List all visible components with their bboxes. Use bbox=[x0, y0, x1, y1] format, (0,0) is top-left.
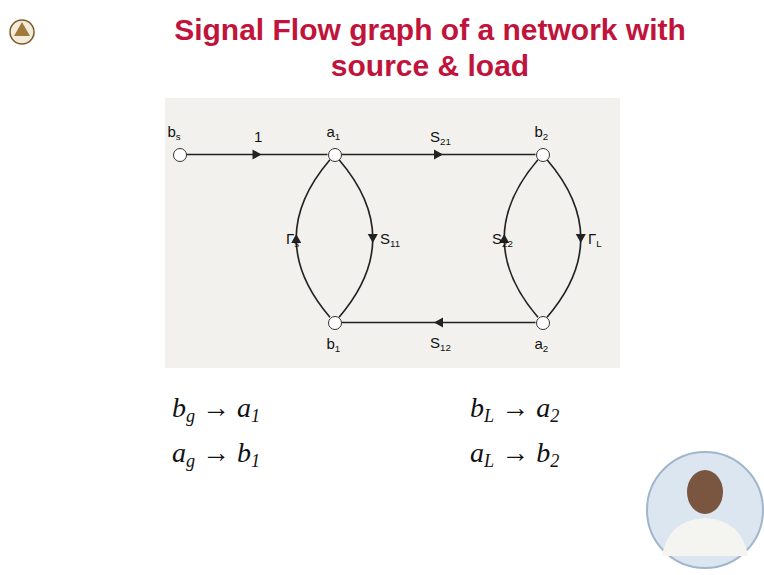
mapping-equation: bL → a2 bbox=[470, 392, 559, 424]
branch-gain: S22 bbox=[492, 230, 513, 247]
presenter-photo bbox=[647, 452, 763, 568]
signal-branch bbox=[342, 318, 536, 328]
graph-node: bs bbox=[173, 148, 187, 162]
graph-node: b1 bbox=[328, 316, 342, 330]
mapping-equation: ag → b1 bbox=[172, 437, 260, 469]
node-name: b1 bbox=[327, 335, 341, 352]
signal-branch bbox=[187, 150, 328, 160]
institute-logo bbox=[10, 20, 34, 44]
branch-gain: S12 bbox=[430, 334, 451, 351]
graph-node: a1 bbox=[328, 148, 342, 162]
mapping-equation: bg → a1 bbox=[172, 392, 260, 424]
graph-node: a2 bbox=[536, 316, 550, 330]
branch-gain: ΓL bbox=[588, 230, 602, 247]
arrow-head bbox=[576, 234, 586, 243]
arrow-head bbox=[368, 234, 378, 243]
node-name: b2 bbox=[535, 123, 549, 140]
signal-branch bbox=[547, 160, 586, 317]
signal-branch bbox=[342, 150, 536, 160]
node-name: a1 bbox=[327, 123, 341, 140]
arrow-head bbox=[253, 150, 262, 160]
arrow-head bbox=[434, 318, 443, 328]
figure-panel bbox=[165, 98, 620, 368]
slide-title: Signal Flow graph of a network with sour… bbox=[150, 12, 710, 84]
branch-gain: S21 bbox=[430, 128, 451, 145]
branch-gain: Γs bbox=[286, 230, 299, 247]
branch-gain: S11 bbox=[380, 230, 400, 247]
branch-gain: 1 bbox=[254, 128, 262, 145]
signal-branch bbox=[499, 160, 538, 317]
mapping-equation: aL → b2 bbox=[470, 437, 559, 469]
signal-branch bbox=[291, 160, 330, 317]
graph-node: b2 bbox=[536, 148, 550, 162]
arrow-head bbox=[434, 150, 443, 160]
node-name: bs bbox=[168, 123, 181, 140]
node-name: a2 bbox=[535, 335, 549, 352]
signal-branch bbox=[339, 160, 378, 317]
